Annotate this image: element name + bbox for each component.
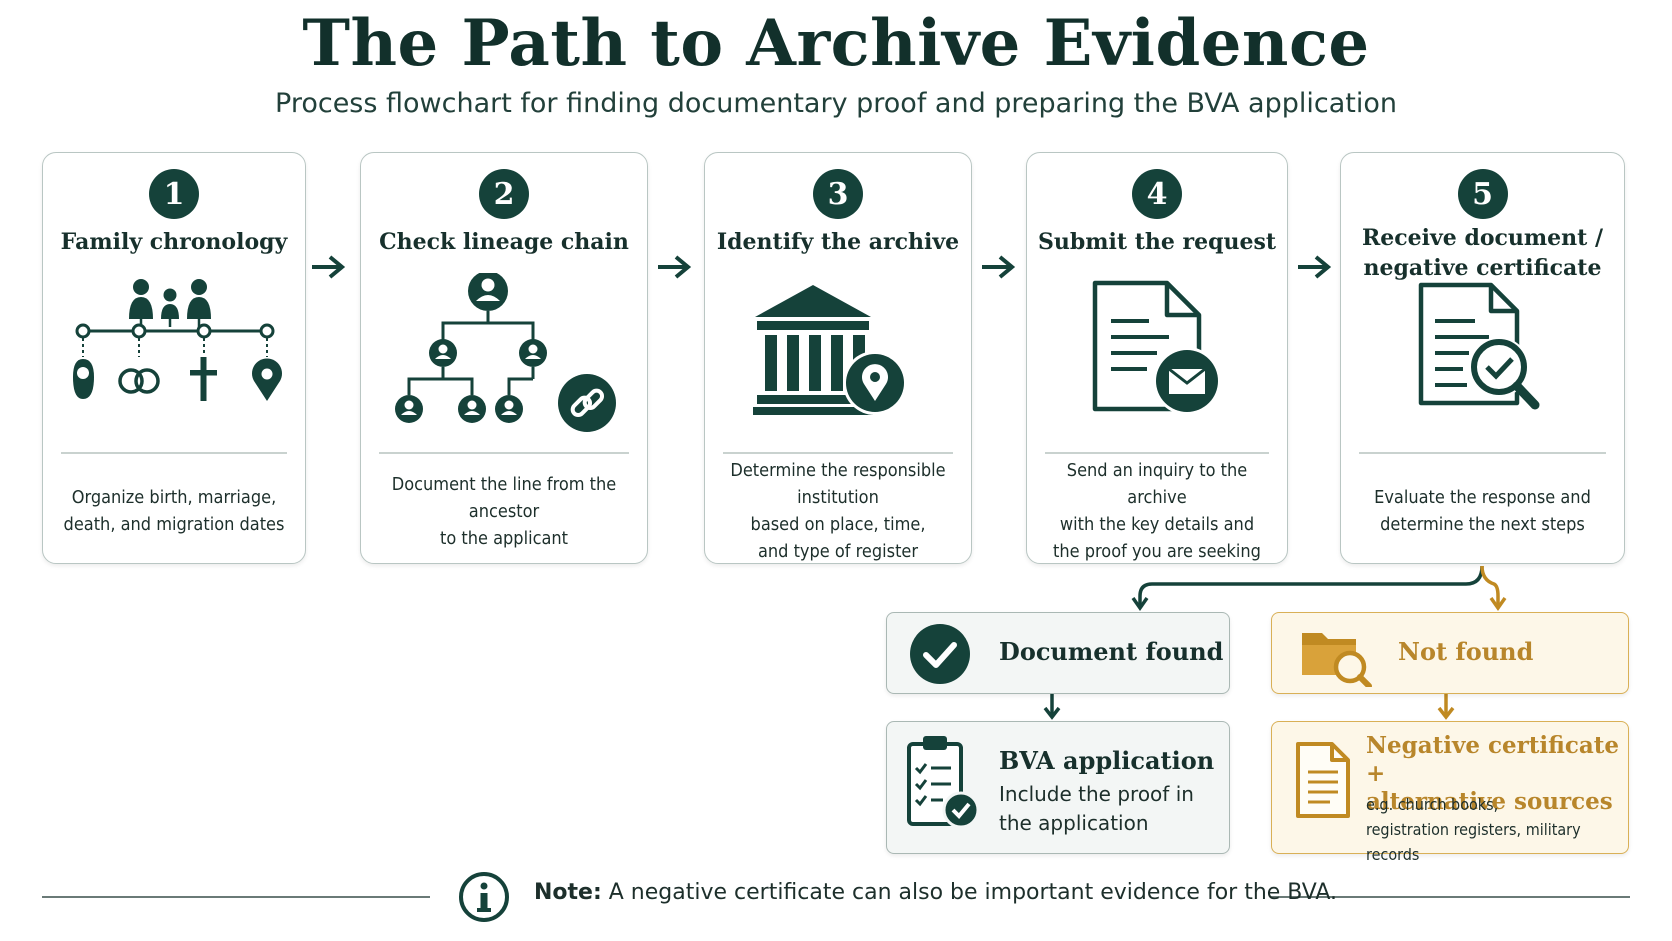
step-title: Check lineage chain: [379, 229, 629, 255]
check-circle-icon: [910, 624, 970, 684]
step-title: Family chronology: [60, 229, 288, 255]
outcome-label: Not found: [1398, 637, 1534, 666]
card-divider: [1359, 452, 1606, 454]
page-title: The Path to Archive Evidence: [302, 6, 1370, 81]
step-title: Identify the archive: [716, 229, 960, 255]
outcome-title: Negative certificate + alternative sourc…: [1366, 732, 1620, 815]
step-card-5: 5 Receive document / negative certificat…: [1340, 152, 1625, 564]
folder-search-icon: [1302, 633, 1372, 687]
note-divider-right: [1270, 896, 1630, 898]
archive-building-icon: [753, 285, 907, 415]
outcome-text: e.g. church books, registration register…: [1366, 795, 1581, 864]
outcome-negative-certificate: Negative certificate + alternative sourc…: [1271, 721, 1629, 864]
step-title: Submit the request: [1037, 229, 1277, 255]
document-search-icon: [1418, 282, 1539, 410]
step-number: 3: [813, 169, 863, 219]
family-tree-icon: [395, 273, 616, 432]
step-card-3: 3 Identify the archive Determine the res…: [704, 152, 972, 564]
step-description: Evaluate the response and determine the …: [1374, 487, 1591, 535]
family-timeline-icon: [73, 279, 282, 401]
arrow-right-icon: [312, 255, 346, 279]
document-mail-icon: [1092, 280, 1221, 415]
document-icon: [1296, 742, 1350, 818]
step-card-4: 4 Submit the request Send an inquiry to …: [1026, 152, 1288, 564]
arrow-right-icon: [658, 255, 692, 279]
outcome-text: Include the proof in the application: [999, 782, 1194, 835]
outcome-title: BVA application: [999, 746, 1215, 775]
card-divider: [1045, 452, 1269, 454]
note-text: Note: A negative certificate can also be…: [534, 880, 1337, 905]
outcome-bva-application: BVA application Include the proof in the…: [886, 721, 1230, 854]
outcome-not-found: Not found: [1271, 612, 1629, 694]
note-body: A negative certificate can also be impor…: [608, 880, 1338, 905]
arrow-right-icon: [982, 255, 1016, 279]
page-subtitle: Process flowchart for finding documentar…: [275, 88, 1397, 119]
step-title: Receive document / negative certificate: [1361, 225, 1604, 281]
step-number: 1: [149, 169, 199, 219]
note-label: Note:: [534, 880, 602, 905]
card-divider: [379, 452, 629, 454]
step-description: Document the line from the ancestor to t…: [391, 473, 617, 549]
step-card-2: 2 Check lineage chain: [360, 152, 648, 564]
outcome-label: Document found: [999, 637, 1224, 666]
card-divider: [61, 452, 287, 454]
outcome-document-found: Document found: [886, 612, 1230, 694]
step-number: 2: [479, 169, 529, 219]
info-icon: [459, 872, 509, 922]
note-divider-left: [42, 896, 430, 898]
step-description: Organize birth, marriage, death, and mig…: [63, 487, 285, 535]
step-number: 5: [1457, 169, 1508, 219]
clipboard-checklist-icon: [907, 736, 980, 829]
arrow-right-icon: [1298, 255, 1332, 279]
step-card-1: 1 Family chronology: [42, 152, 306, 564]
card-divider: [723, 452, 953, 454]
step-number: 4: [1132, 169, 1182, 219]
